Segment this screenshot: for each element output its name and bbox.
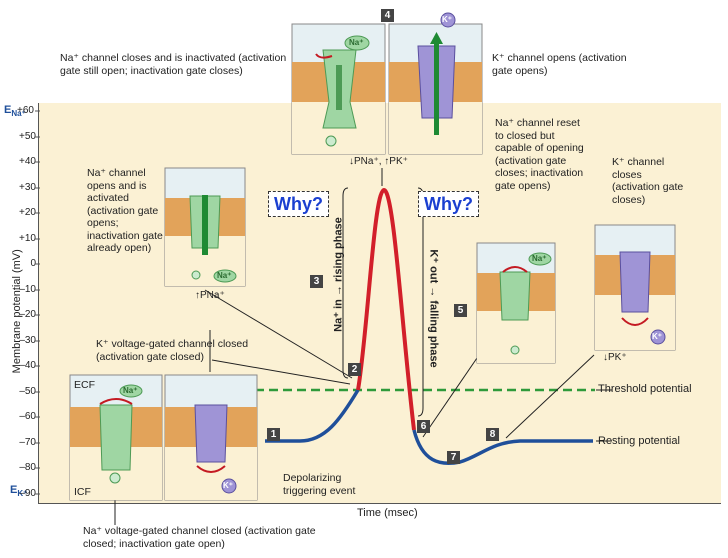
na-vg-closed-box: [69, 374, 163, 501]
k-ion-label: K⁺: [223, 481, 233, 490]
undershoot-curve: [412, 429, 593, 466]
tick-label: –80: [19, 462, 36, 473]
tick-label: –20: [19, 309, 36, 320]
label-na-vg-closed: Na⁺ voltage-gated channel closed (activa…: [83, 525, 316, 550]
icf-label: ICF: [74, 486, 91, 498]
tick-label: –60: [19, 411, 36, 422]
na-ion-label: Na⁺: [123, 386, 138, 395]
tick-label: –40: [19, 360, 36, 371]
threshold-label: Threshold potential: [598, 383, 692, 395]
e-na-label: ENa⁺: [4, 104, 26, 119]
label-na-reset: Na⁺ channel reset to closed but capable …: [495, 117, 584, 192]
step-marker: 2: [348, 363, 361, 376]
step-marker: 1: [267, 428, 280, 441]
label-k-opens: K⁺ channel opens (activation gate opens): [492, 52, 627, 77]
pointer-lines: [114, 168, 612, 525]
na-opens-box: [164, 167, 246, 287]
k-ion-label: K⁺: [442, 15, 452, 24]
resting-label: Resting potential: [598, 435, 680, 447]
label-k-closes: K⁺ channel closes (activation gate close…: [612, 156, 684, 206]
na-inactivated-box: [291, 23, 386, 155]
tick-label: 0: [30, 258, 36, 269]
falling-phase-label: K⁺ out → falling phase: [427, 249, 440, 368]
k-ion-label: K⁺: [652, 332, 662, 341]
step-marker: 4: [381, 9, 394, 22]
why-left-box: Why?: [268, 191, 329, 217]
tick-label: –50: [19, 386, 36, 397]
na-ion-label: Na⁺: [349, 38, 364, 47]
ecf-label: ECF: [74, 379, 95, 391]
step-marker: 8: [486, 428, 499, 441]
step-marker: 5: [454, 304, 467, 317]
label-p-k-down: ↓PK⁺: [603, 352, 627, 363]
label-k-vg-closed: K⁺ voltage-gated channel closed (activat…: [96, 338, 249, 363]
spike-curve: [356, 187, 416, 431]
rising-phase-label: Na⁺ in → rising phase: [332, 217, 345, 332]
step-marker: 6: [417, 420, 430, 433]
tick-label: –10: [19, 284, 36, 295]
resting-curve-left: [265, 389, 360, 443]
x-axis-label: Time (msec): [357, 507, 418, 519]
step-marker: 7: [447, 451, 460, 464]
label-na-closes-inactivated: Na⁺ channel closes and is inactivated (a…: [60, 52, 287, 77]
label-p-na-p-k: ↓PNa⁺, ↑PK⁺: [349, 156, 408, 167]
tick-label: +40: [19, 156, 36, 167]
na-ion-label: Na⁺: [217, 271, 232, 280]
tick-label: +10: [19, 233, 36, 244]
label-na-opens: Na⁺ channel opens and is activated (acti…: [87, 167, 163, 254]
k-vg-closed-box: [164, 374, 258, 501]
e-k-label: EK⁺: [10, 484, 28, 499]
tick-label: –90: [19, 488, 36, 499]
na-ion-label: Na⁺: [532, 254, 547, 263]
label-p-na-up: ↑PNa⁺: [195, 290, 225, 301]
k-closes-box: [594, 224, 676, 351]
why-right-box: Why?: [418, 191, 479, 217]
tick-label: –70: [19, 437, 36, 448]
step-marker: 3: [310, 275, 323, 288]
k-opens-box: [388, 12, 483, 155]
tick-label: –30: [19, 335, 36, 346]
label-depolarizing: Depolarizing triggering event: [283, 472, 356, 497]
na-reset-box: [476, 242, 556, 364]
tick-marks: [35, 110, 40, 495]
tick-label: +50: [19, 131, 36, 142]
tick-label: +20: [19, 207, 36, 218]
tick-label: +30: [19, 182, 36, 193]
tick-label: +60: [17, 105, 34, 116]
